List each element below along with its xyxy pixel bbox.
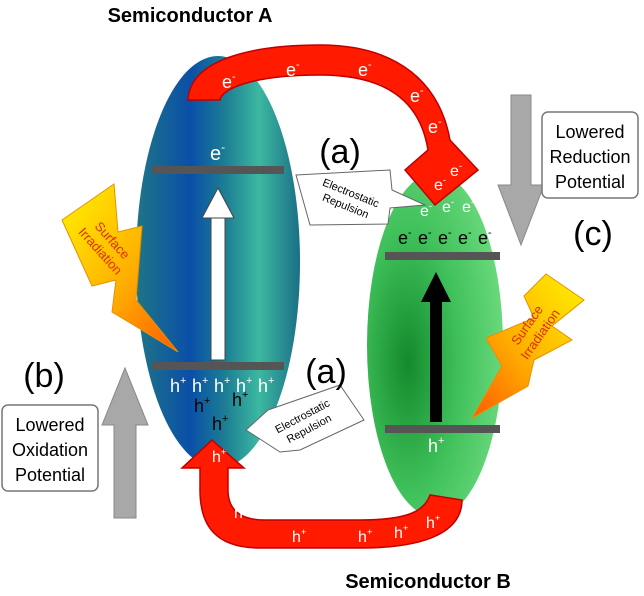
hole-label: h+	[192, 375, 208, 396]
electron-label: e-	[434, 175, 446, 194]
hole-label: h+	[426, 513, 441, 532]
valence-band-a	[152, 362, 284, 370]
marker-c: (c)	[573, 215, 613, 253]
hole-label: h+	[232, 389, 248, 410]
hole-label: h+	[428, 435, 444, 456]
electron-label: e-	[450, 161, 462, 180]
charge-labels: e-e-e-e-e-e-e-e-e-e-e-e-e-e-e-e-h+h+h+h+…	[170, 59, 492, 546]
electron-label: e-	[210, 140, 225, 165]
marker-a-top: (a)	[319, 133, 361, 171]
hole-label: h+	[358, 527, 373, 546]
hole-label: h+	[214, 375, 230, 396]
oxidation-box-line-3: Potential	[15, 465, 85, 485]
electron-label: e-	[458, 227, 472, 248]
hole-label: h+	[212, 447, 227, 466]
electron-label: e-	[222, 71, 236, 92]
electron-label: e-	[358, 59, 372, 80]
electron-label: e-	[286, 59, 300, 80]
excitation-arrow-a	[201, 186, 235, 361]
irradiation-bolt-left-icon	[61, 183, 179, 353]
hole-label: h+	[212, 413, 228, 434]
callout-repulsion-top	[295, 169, 427, 226]
hole-transfer-arrow	[180, 438, 463, 549]
title-semiconductor-b: Semiconductor B	[345, 571, 511, 593]
reduction-box-line-1: Lowered	[555, 122, 624, 142]
hole-label: h+	[194, 395, 210, 416]
electron-label: e-	[462, 197, 474, 216]
title-semiconductor-a: Semiconductor A	[108, 5, 273, 27]
oxidation-box-line-2: Oxidation	[12, 440, 88, 460]
electron-transfer-arrow	[187, 44, 480, 207]
conduction-band-b	[385, 252, 500, 260]
marker-b: (b)	[23, 357, 65, 395]
reduction-box-line-2: Reduction	[549, 147, 630, 167]
callout-repulsion-bottom	[245, 384, 365, 453]
electron-label: e-	[410, 85, 424, 106]
conduction-band-a	[152, 166, 284, 174]
hole-label: h+	[236, 375, 252, 396]
reduction-box-line-3: Potential	[555, 172, 625, 192]
oxidation-box-line-1: Lowered	[15, 415, 84, 435]
electron-label: e-	[438, 227, 452, 248]
irradiation-bolt-right-icon	[470, 273, 585, 420]
reduction-potential-box	[541, 111, 639, 199]
electron-label: e-	[442, 197, 454, 216]
electron-label: e-	[428, 116, 442, 137]
hole-label: h+	[170, 375, 186, 396]
oxidation-potential-box	[1, 404, 99, 492]
electron-label: e-	[418, 227, 432, 248]
excitation-arrow-b	[421, 272, 451, 422]
hole-label: h+	[292, 527, 307, 546]
electron-label: e-	[420, 201, 432, 220]
hole-label: h+	[394, 523, 409, 542]
hole-label: h+	[234, 503, 249, 522]
hole-label: h+	[258, 375, 274, 396]
marker-a-bottom: (a)	[305, 353, 347, 391]
electron-label: e-	[398, 227, 412, 248]
electron-label: e-	[478, 227, 492, 248]
reduction-potential-arrow	[497, 94, 545, 247]
oxidation-potential-arrow	[101, 366, 149, 519]
valence-band-b	[385, 425, 500, 433]
